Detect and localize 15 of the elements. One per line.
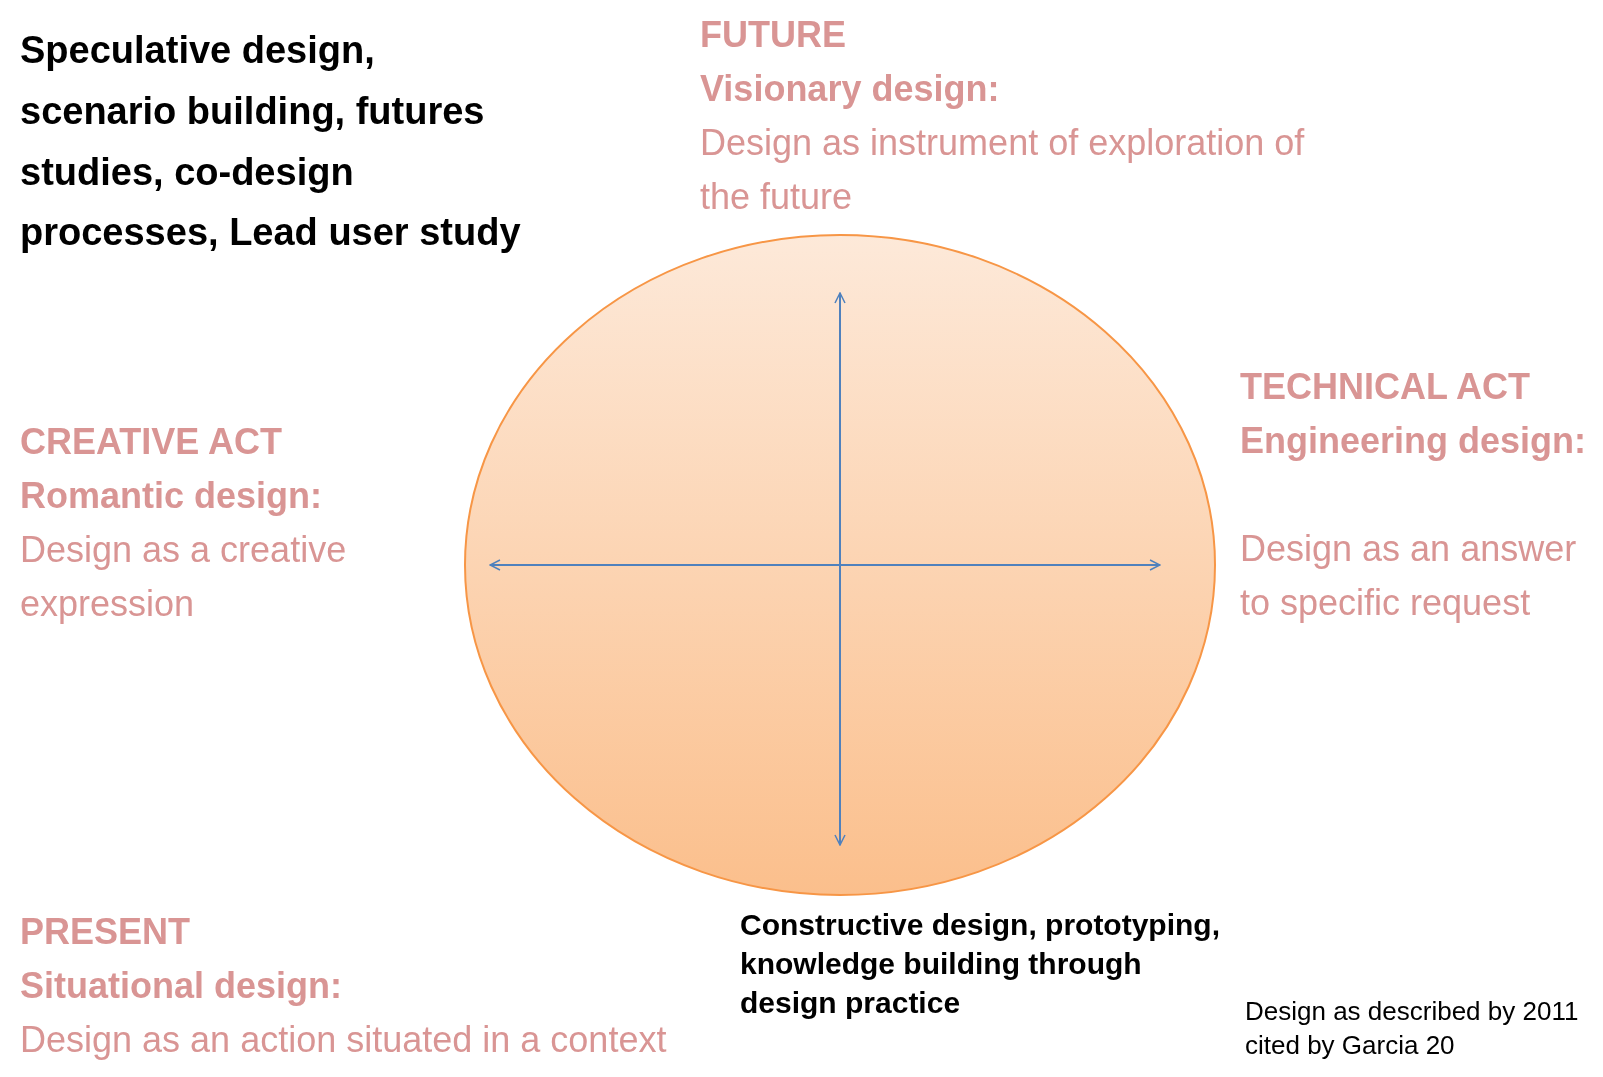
source-note: Design as described by 2011 cited by Garcia 20 — [1245, 995, 1580, 1062]
design-type-heading: Engineering design: — [1240, 419, 1588, 463]
description-text: Design as instrument of exploration of the future — [700, 121, 1306, 219]
method-list: Constructive design, prototyping, knowledge building through design practice — [740, 905, 1230, 1022]
axis-heading: CREATIVE ACT — [20, 420, 283, 464]
description-text: Design as a creative expression — [20, 528, 348, 626]
design-type-heading: Visionary design: — [700, 67, 1001, 111]
description-text: Design as an action situated in a context — [20, 1018, 668, 1062]
design-type-heading: Situational design: — [20, 964, 343, 1008]
axis-heading: TECHNICAL ACT — [1240, 365, 1531, 409]
axis-heading: PRESENT — [20, 910, 192, 954]
description-text: Design as an answer to specific request — [1240, 527, 1578, 625]
design-type-heading: Romantic design: — [20, 474, 324, 518]
method-list: Speculative design, scenario building, futures studies, co-design processes, Lead user study — [20, 20, 540, 264]
axis-heading: FUTURE — [700, 13, 847, 57]
